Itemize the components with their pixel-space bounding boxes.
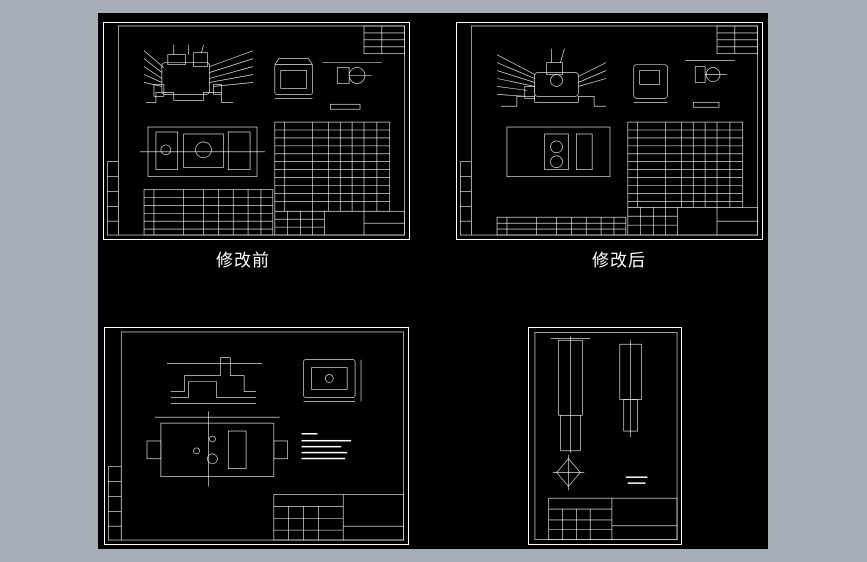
drawing-before-svg: [107, 25, 405, 236]
drawing-part1-svg: [108, 331, 404, 541]
drawing-sheet-part-1[interactable]: [104, 327, 409, 545]
drawing-part2-svg: [534, 332, 678, 540]
drawing-sheet-before[interactable]: [103, 22, 410, 240]
caption-after: 修改后: [592, 251, 646, 271]
drawing-after-svg: [460, 25, 758, 236]
caption-before: 修改前: [216, 251, 270, 271]
drawing-sheet-after[interactable]: [456, 22, 763, 240]
drawing-sheet-part-2[interactable]: [528, 327, 682, 545]
cad-viewport[interactable]: 修改前: [98, 13, 768, 549]
